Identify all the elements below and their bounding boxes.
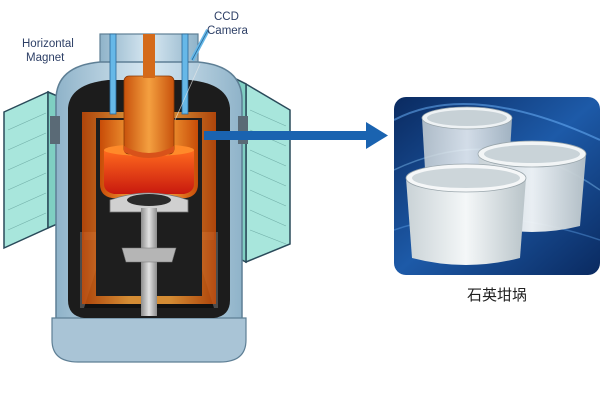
magnet-label-line2: Magnet <box>26 52 65 64</box>
camera-label-line2: Camera <box>207 25 249 37</box>
quartz-crucible-photo <box>394 97 600 275</box>
photo-caption: 石英坩埚 <box>467 286 527 304</box>
quartz-crucible-icon <box>405 163 527 265</box>
horizontal-magnet-left <box>3 90 63 250</box>
silicon-ingot <box>123 34 175 158</box>
crucible-support-shaft <box>109 192 189 316</box>
magnet-label-line1: Horizontal <box>22 38 74 50</box>
camera-port-tubes <box>109 29 210 121</box>
camera-label-line1: CCD <box>214 11 239 23</box>
right-arrow-icon <box>204 122 388 149</box>
